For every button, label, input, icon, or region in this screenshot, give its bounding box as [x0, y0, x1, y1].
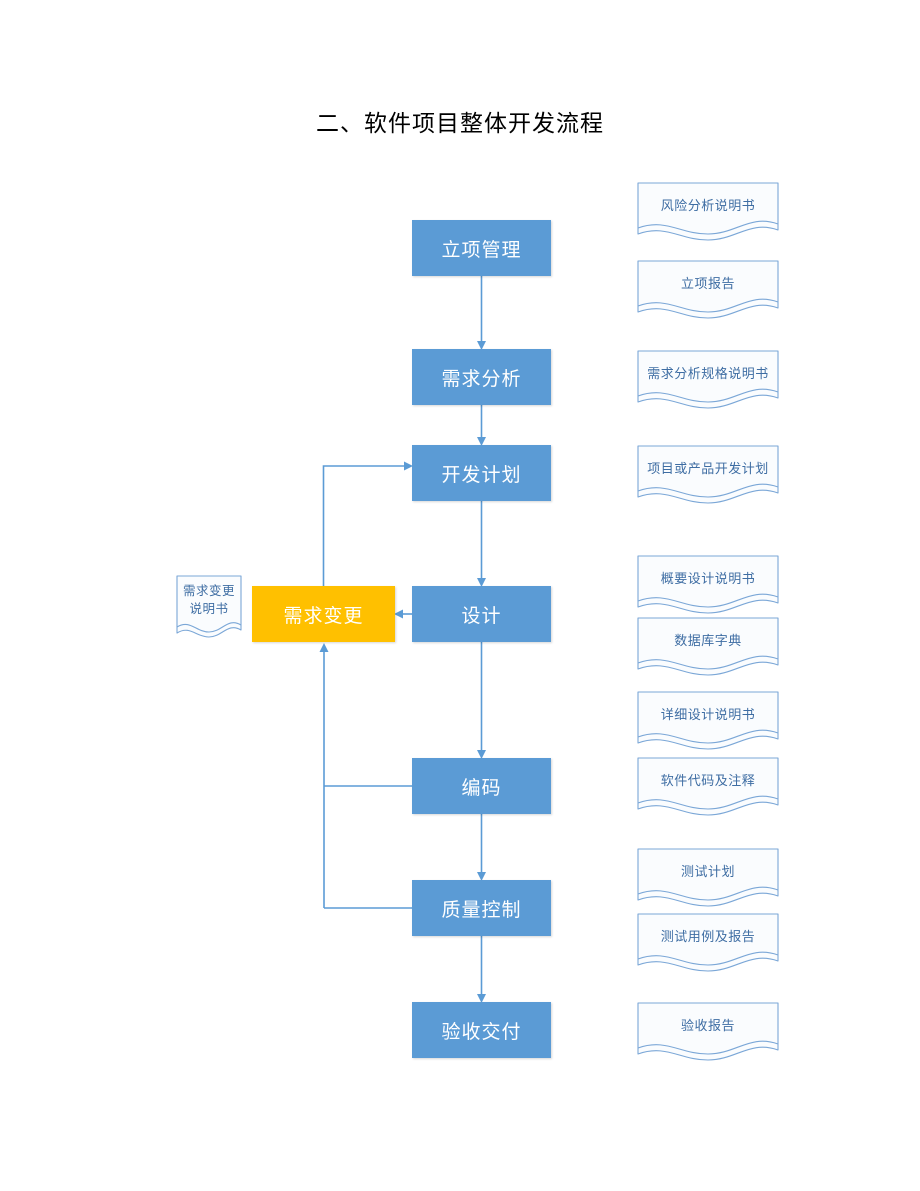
- arrowhead-change-bottom: [319, 643, 329, 652]
- process-node-project-initiation[interactable]: 立项管理: [412, 220, 551, 276]
- process-label: 编码: [461, 777, 502, 799]
- document-shape-icon: [637, 260, 779, 319]
- edge-change-to-plan: [322, 465, 405, 586]
- arrowhead-change-left: [394, 609, 403, 619]
- process-node-coding[interactable]: 编码: [412, 758, 551, 814]
- document-node-outline-design-spec[interactable]: 概要设计说明书: [637, 555, 779, 614]
- document-node-requirement-spec[interactable]: 需求分析规格说明书: [637, 350, 779, 409]
- arrowhead-plan-left-in: [404, 461, 413, 471]
- arrowhead-coding: [477, 750, 486, 759]
- document-shape-icon: [637, 617, 779, 676]
- document-shape-icon: [637, 913, 779, 972]
- document-node-requirement-change-spec[interactable]: 需求变更 说明书: [176, 575, 242, 638]
- process-node-quality-control[interactable]: 质量控制: [412, 880, 551, 936]
- arrowhead-quality: [477, 872, 486, 881]
- arrowhead-design: [477, 578, 486, 587]
- document-node-source-code-comments[interactable]: 软件代码及注释: [637, 757, 779, 816]
- process-node-acceptance-delivery[interactable]: 验收交付: [412, 1002, 551, 1058]
- document-shape-icon: [637, 848, 779, 907]
- arrowhead-requirements: [477, 341, 486, 350]
- process-node-requirement-change[interactable]: 需求变更: [252, 586, 395, 642]
- process-label: 需求分析: [441, 368, 522, 390]
- document-node-database-dictionary[interactable]: 数据库字典: [637, 617, 779, 676]
- page-title: 二、软件项目整体开发流程: [316, 110, 604, 136]
- document-node-product-development-plan[interactable]: 项目或产品开发计划: [637, 445, 779, 504]
- document-node-test-cases-report[interactable]: 测试用例及报告: [637, 913, 779, 972]
- process-node-design[interactable]: 设计: [412, 586, 551, 642]
- document-node-test-plan[interactable]: 测试计划: [637, 848, 779, 907]
- process-label: 质量控制: [441, 899, 522, 921]
- document-shape-icon: [637, 691, 779, 750]
- process-node-development-plan[interactable]: 开发计划: [412, 445, 551, 501]
- document-shape-icon: [637, 757, 779, 816]
- arrowhead-acceptance: [477, 994, 486, 1003]
- document-shape-icon: [637, 1002, 779, 1061]
- process-label: 立项管理: [441, 239, 522, 261]
- document-shape-icon: [637, 445, 779, 504]
- document-node-project-initiation-report[interactable]: 立项报告: [637, 260, 779, 319]
- document-shape-icon: [176, 575, 242, 638]
- document-node-detailed-design-spec[interactable]: 详细设计说明书: [637, 691, 779, 750]
- process-label: 开发计划: [441, 464, 522, 486]
- process-label: 验收交付: [441, 1021, 522, 1043]
- process-node-requirements-analysis[interactable]: 需求分析: [412, 349, 551, 405]
- document-shape-icon: [637, 350, 779, 409]
- process-label: 设计: [461, 605, 502, 627]
- process-label: 需求变更: [283, 605, 364, 627]
- document-node-risk-analysis-spec[interactable]: 风险分析说明书: [637, 182, 779, 241]
- document-node-acceptance-report[interactable]: 验收报告: [637, 1002, 779, 1061]
- arrowhead-plan: [477, 437, 486, 446]
- document-shape-icon: [637, 182, 779, 241]
- document-shape-icon: [637, 555, 779, 614]
